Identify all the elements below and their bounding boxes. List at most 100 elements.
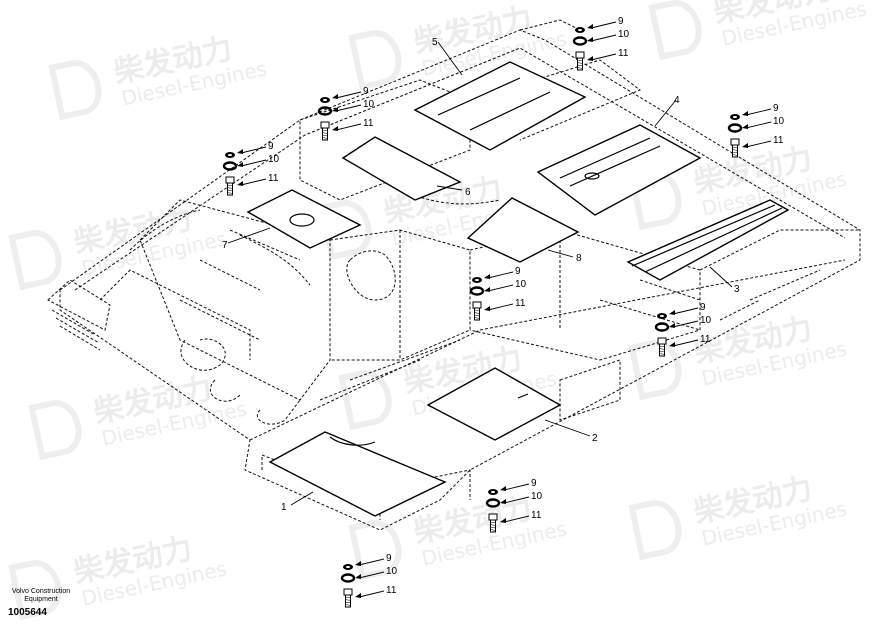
arrow-head-icon [484,274,490,279]
spacer-callout: 10 [531,491,543,502]
leader-line [358,558,385,566]
leader-line [358,590,385,598]
spacer-ring-icon [317,106,333,116]
washer-callout: 9 [363,86,369,97]
spacer-callout: 10 [363,99,375,110]
callout-label-2: 2 [592,433,598,444]
svg-text:6: 6 [465,187,471,198]
spacer-ring-icon [654,322,670,332]
brand-logo-icon [8,230,62,291]
washer-icon [488,489,498,495]
brand-logo-icon [318,200,372,261]
cover-plate-5 [413,61,587,151]
leader-line [335,123,362,131]
svg-text:1: 1 [281,502,287,513]
leader-line [487,271,514,279]
callout-label-7: 7 [222,240,228,251]
arrow-head-icon [587,56,593,61]
spacer-callout: 10 [268,154,280,165]
brand-logo-icon [338,370,392,431]
bolt-callout: 11 [700,334,711,345]
washer-callout: 9 [618,16,624,27]
cover-plate-4 [536,124,702,216]
bolt-icon [225,176,235,196]
arrow-head-icon [484,287,490,292]
company-line-2: Equipment [24,596,58,603]
arrow-head-icon [237,149,243,154]
spacer-ring-icon [222,161,238,171]
spacer-ring-icon [727,123,743,133]
arrow-head-icon [332,126,338,131]
leader-line [672,339,699,347]
washer-callout: 9 [268,141,274,152]
callout-label-4: 4 [674,95,680,106]
bolt-icon [320,121,330,141]
brand-logo-icon [648,0,702,61]
leader-line [240,178,267,186]
bolt-icon [472,301,482,321]
arrow-head-icon [237,181,243,186]
callout-label-1: 1 [281,502,287,513]
washer-icon [225,152,235,158]
leader-line [503,483,530,491]
callout-label-6: 6 [465,187,471,198]
spacer-callout: 10 [618,29,630,40]
brand-logo-icon [8,560,62,621]
washer-callout: 9 [531,478,537,489]
company-line-1: Volvo Construction [11,588,71,595]
cover-plate-7 [246,189,362,249]
leader-line [590,53,617,61]
arrow-head-icon [500,486,506,491]
cover-plate-2 [426,367,562,441]
cover-plate-8 [466,197,580,263]
callout-label-3: 3 [734,284,740,295]
leader-line [487,284,514,292]
spacer-ring-icon [469,286,485,296]
channel-plate-3 [626,199,790,281]
brand-logo-icon [628,340,682,401]
washer-icon [730,114,740,120]
leader-line [672,320,699,328]
arrow-head-icon [587,37,593,42]
leader-line [745,121,772,129]
svg-text:2: 2 [592,433,598,444]
arrow-head-icon [484,306,490,311]
bolt-callout: 11 [515,298,526,309]
cover-plate-1 [268,431,447,517]
arrow-head-icon [500,499,506,504]
arrow-head-icon [355,561,361,566]
washer-callout: 9 [386,553,392,564]
callout-lines [227,41,733,506]
document-id: 1005644 [8,607,47,618]
brand-logo-icon [348,30,402,91]
spacer-callout: 10 [515,279,527,290]
washer-callout: 9 [773,103,779,114]
leader-line [240,146,267,154]
svg-text:8: 8 [576,253,582,264]
washer-icon [472,277,482,283]
bolt-callout: 11 [618,48,629,59]
leader-line [503,496,530,504]
spacer-ring-icon [572,36,588,46]
brand-logo-icon [28,400,82,461]
company-label: Volvo Construction Equipment [8,588,74,604]
brand-logo-icon [48,60,102,121]
arrow-head-icon [742,124,748,129]
leader-line [503,515,530,523]
arrow-head-icon [742,111,748,116]
bolt-icon [575,51,585,71]
svg-text:7: 7 [222,240,228,251]
arrow-head-icon [742,143,748,148]
washer-icon [320,97,330,103]
arrow-head-icon [355,593,361,598]
